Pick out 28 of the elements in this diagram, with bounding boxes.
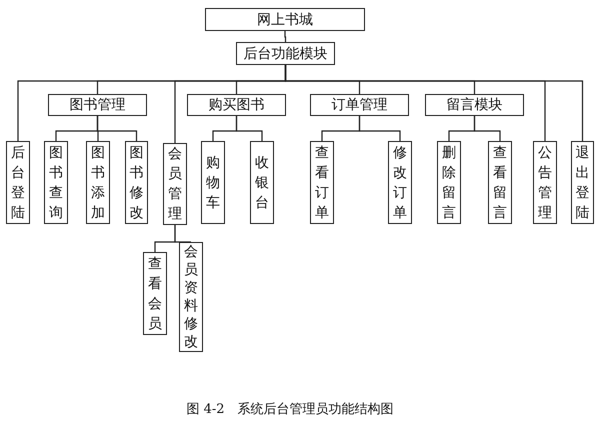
module-box: 留言模块 — [425, 94, 524, 116]
module-box: 购买图书 — [187, 94, 286, 116]
module-box: 图书添加 — [86, 141, 110, 224]
module-box: 图书查询 — [44, 141, 68, 224]
connector-line — [358, 116, 401, 141]
connector-line — [474, 116, 501, 141]
module-box: 会员资料修改 — [179, 242, 203, 352]
module-box: 订单管理 — [310, 94, 409, 116]
module-box: 后台功能模块 — [236, 42, 335, 65]
connector-line — [174, 225, 192, 243]
module-box: 公告管理 — [533, 141, 557, 224]
module-box: 修改订单 — [388, 141, 412, 224]
module-box: 查看订单 — [310, 141, 334, 224]
module-box: 网上书城 — [205, 8, 365, 31]
module-box: 会员管理 — [163, 143, 187, 225]
module-box: 查看留言 — [488, 141, 512, 224]
connector-line — [284, 31, 286, 42]
module-box: 购物车 — [201, 141, 225, 224]
module-box: 查看会员 — [143, 252, 167, 335]
module-box: 图书管理 — [48, 94, 147, 116]
connector-line — [236, 116, 263, 141]
module-box: 删除留言 — [437, 141, 461, 224]
figure-caption: 图 4-2 系统后台管理员功能结构图 — [186, 402, 394, 417]
module-box: 图书修改 — [125, 141, 148, 224]
module-box: 收银台 — [250, 141, 274, 224]
module-box: 退出登陆 — [571, 141, 594, 224]
module-box: 后台登陆 — [6, 141, 30, 224]
connector-line — [96, 116, 138, 141]
